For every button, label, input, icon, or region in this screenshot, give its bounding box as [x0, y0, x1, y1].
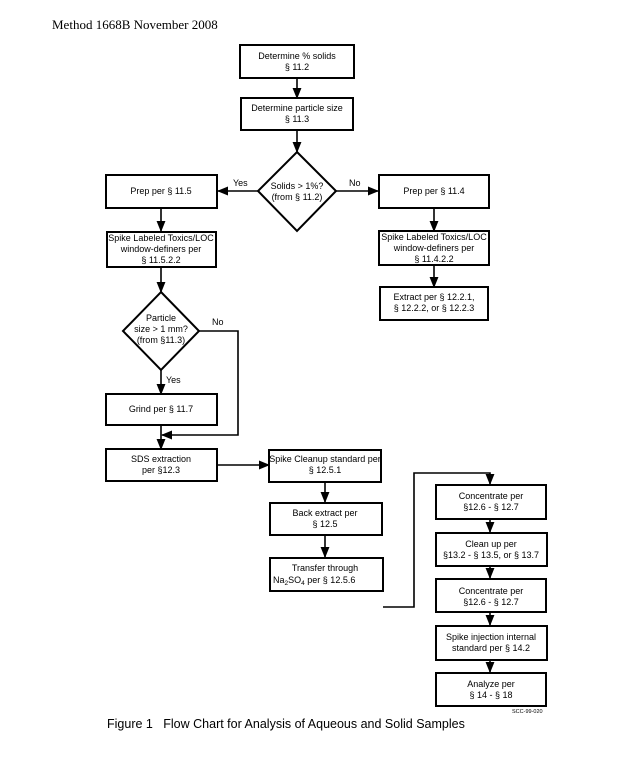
node-text: §12.6 - § 12.7: [463, 502, 519, 512]
node-analyze: Analyze per § 14 - § 18: [435, 672, 547, 707]
node-text: § 12.2.2, or § 12.2.3: [394, 303, 475, 313]
node-spike-cleanup-standard: Spike Cleanup standard per § 12.5.1: [268, 449, 382, 483]
node-text: Clean up per: [465, 539, 517, 549]
decision-text: Solids > 1%?: [271, 181, 324, 191]
node-text: Prep per § 11.5: [130, 186, 191, 196]
node-text: §12.6 - § 12.7: [463, 597, 519, 607]
node-text: Extract per § 12.2.1,: [393, 292, 474, 302]
node-text: Grind per § 11.7: [129, 404, 193, 414]
edge-particle-no: [160, 330, 239, 440]
node-text: Back extract per: [292, 508, 357, 518]
decision-text: (from §11.3): [137, 335, 185, 345]
node-text: Spike injection internal: [446, 632, 536, 642]
node-text: § 11.3: [285, 114, 309, 124]
node-text: per §12.3: [142, 465, 180, 475]
node-text: SDS extraction: [131, 454, 191, 464]
decision-text: Particle: [146, 313, 176, 323]
no-label-solids: No: [349, 178, 361, 188]
node-back-extract: Back extract per § 12.5: [269, 502, 383, 536]
node-concentrate-2: Concentrate per §12.6 - § 12.7: [435, 578, 547, 613]
node-text: §13.2 - § 13.5, or § 13.7: [443, 550, 539, 560]
node-prep-right: Prep per § 11.4: [378, 174, 490, 209]
node-text: Spike Cleanup standard per: [269, 454, 381, 464]
node-text: Determine particle size: [251, 103, 343, 113]
node-spike-left: Spike Labeled Toxics/LOC window-definers…: [106, 231, 217, 268]
node-text: Na2SO4 per § 12.5.6: [273, 575, 355, 587]
node-text: Spike Labeled Toxics/LOC: [108, 233, 214, 243]
node-text: § 14 - § 18: [469, 690, 512, 700]
node-text: § 11.2: [285, 62, 309, 72]
node-text: § 11.5.2.2: [141, 255, 180, 265]
node-spike-injection: Spike injection internal standard per § …: [435, 625, 548, 661]
node-text: § 12.5.1: [309, 465, 342, 475]
edges: [156, 78, 495, 674]
node-clean-up: Clean up per §13.2 - § 13.5, or § 13.7: [435, 532, 548, 567]
node-text: Spike Labeled Toxics/LOC: [381, 232, 487, 242]
node-text: Determine % solids: [258, 51, 336, 61]
node-transfer-through: Transfer through Na2SO4 per § 12.5.6: [269, 557, 384, 592]
node-text: § 12.5: [312, 519, 337, 529]
node-text: Analyze per: [467, 679, 515, 689]
decision-text: (from § 11.2): [272, 192, 323, 202]
node-grind: Grind per § 11.7: [105, 393, 218, 426]
node-sds-extraction: SDS extraction per §12.3: [105, 448, 218, 482]
node-determine-solids: Determine % solids § 11.2: [239, 44, 355, 79]
node-text: Concentrate per: [459, 586, 524, 596]
node-text: Concentrate per: [459, 491, 524, 501]
page-header: Method 1668B November 2008: [52, 17, 218, 32]
node-text: Transfer through: [292, 563, 358, 573]
decision-solids: Solids > 1%? (from § 11.2): [256, 150, 338, 233]
node-text: § 11.4.2.2: [414, 254, 453, 264]
figure-caption: Figure 1 Flow Chart for Analysis of Aque…: [107, 717, 465, 731]
yes-label-solids: Yes: [233, 178, 248, 188]
node-spike-right: Spike Labeled Toxics/LOC window-definers…: [378, 230, 490, 266]
node-text: window-definers per: [393, 243, 475, 253]
node-text: window-definers per: [120, 244, 202, 254]
yes-label-particle: Yes: [166, 375, 181, 385]
node-text: Prep per § 11.4: [403, 186, 464, 196]
no-label-particle: No: [212, 317, 224, 327]
node-concentrate-1: Concentrate per §12.6 - § 12.7: [435, 484, 547, 520]
decision-text: size > 1 mm?: [134, 324, 188, 334]
node-text: standard per § 14.2: [452, 643, 530, 653]
edge-transfer-to-concentrate: [383, 472, 495, 608]
decision-particle-size: Particle size > 1 mm? (from §11.3): [121, 290, 201, 372]
node-extract-right: Extract per § 12.2.1, § 12.2.2, or § 12.…: [379, 286, 489, 321]
figure-code: SCC-99-020: [512, 709, 543, 715]
node-prep-left: Prep per § 11.5: [105, 174, 218, 209]
node-determine-particle-size: Determine particle size § 11.3: [240, 97, 354, 131]
